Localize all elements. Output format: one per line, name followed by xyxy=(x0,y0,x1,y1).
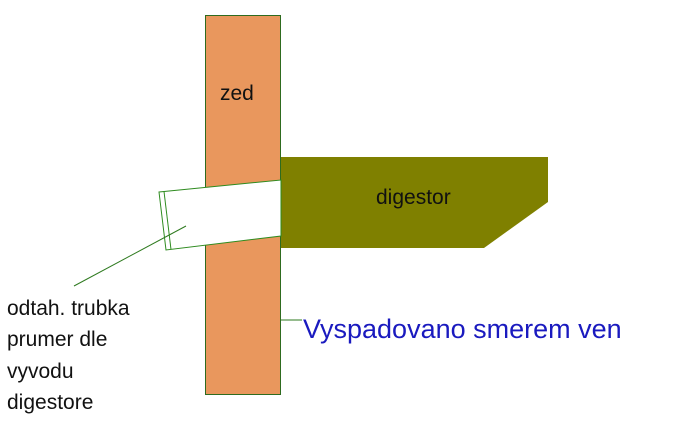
slope-note: Vyspadovano smerem ven xyxy=(303,314,622,344)
exhaust-pipe-end-cap xyxy=(163,191,172,250)
pipe-label-line-3: vyvodu xyxy=(7,360,74,383)
wall-label: zed xyxy=(220,82,254,105)
pipe-label-line-2: prumer dle xyxy=(7,328,107,351)
hood-digestor xyxy=(281,157,548,248)
pipe-label-line-4: digestore xyxy=(7,391,93,414)
hood-label: digestor xyxy=(376,186,451,209)
pipe-leader-line xyxy=(73,225,187,287)
exhaust-pipe xyxy=(158,179,282,251)
pipe-label-line-1: odtah. trubka xyxy=(7,297,130,320)
